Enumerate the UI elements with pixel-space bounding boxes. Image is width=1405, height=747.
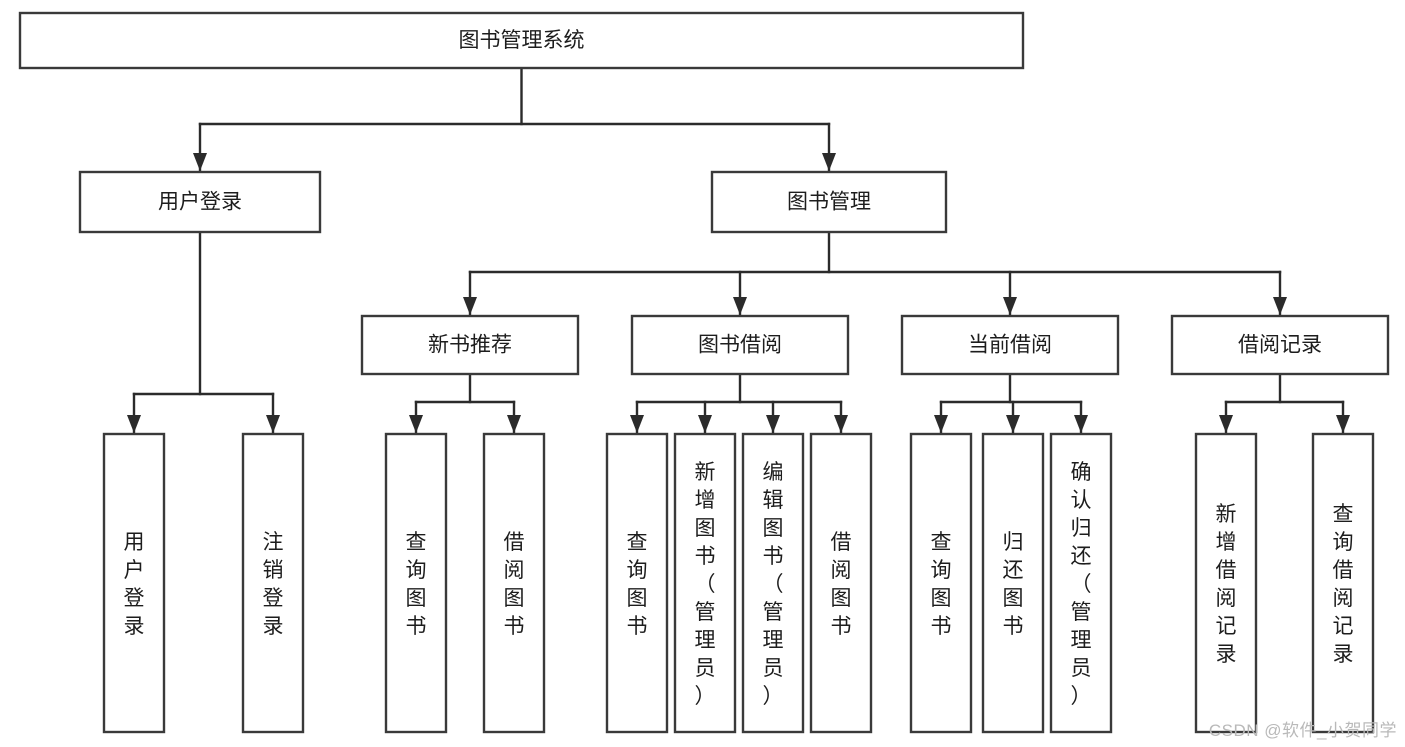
arrow-head-icon [409,415,423,433]
node-query-book-1[interactable]: 查询图书 [384,432,448,734]
node-box[interactable] [1194,432,1258,734]
node-box[interactable] [981,432,1045,734]
node-confirm-return-admin[interactable]: 确认归还（管理员） [1049,432,1113,734]
node-box[interactable] [605,432,669,734]
arrow-head-icon [733,297,747,315]
node-label: 用户登录 [158,191,242,214]
node-user-login[interactable]: 用户登录 [78,170,322,234]
node-label: 查询借阅记录 [1333,503,1354,666]
node-query-borrow-record[interactable]: 查询借阅记录 [1311,432,1375,734]
nodes-layer: 图书管理系统用户登录用户登录注销登录图书管理新书推荐查询图书借阅图书图书借阅查询… [18,11,1390,734]
node-book-borrow[interactable]: 图书借阅 [630,314,850,376]
node-label: 借阅图书 [831,531,852,638]
arrow-head-icon [193,153,207,171]
node-current-borrow[interactable]: 当前借阅 [900,314,1120,376]
node-box[interactable] [1311,432,1375,734]
arrow-head-icon [630,415,644,433]
node-book-manage[interactable]: 图书管理 [710,170,948,234]
node-label: 归还图书 [1003,531,1024,638]
node-user-logout[interactable]: 注销登录 [241,432,305,734]
arrow-head-icon [766,415,780,433]
node-box[interactable] [630,314,850,376]
node-add-book-admin[interactable]: 新增图书（管理员） [673,432,737,734]
node-box[interactable] [909,432,973,734]
node-borrow-book-1[interactable]: 借阅图书 [482,432,546,734]
node-box[interactable] [360,314,580,376]
node-root[interactable]: 图书管理系统 [18,11,1025,70]
node-label: 图书借阅 [698,334,782,357]
node-box[interactable] [809,432,873,734]
node-query-book-2[interactable]: 查询图书 [605,432,669,734]
node-return-book[interactable]: 归还图书 [981,432,1045,734]
node-box[interactable] [1170,314,1390,376]
arrow-head-icon [127,415,141,433]
node-label: 注销登录 [263,531,284,638]
node-box[interactable] [673,432,737,734]
connectors-layer [127,66,1350,434]
node-label: 新增借阅记录 [1216,503,1237,666]
node-box[interactable] [18,11,1025,70]
watermark-csdn: CSDN @软件_小贺同学 [1208,721,1397,740]
node-label: 查询图书 [406,531,427,638]
node-borrow-record[interactable]: 借阅记录 [1170,314,1390,376]
node-user-login-do[interactable]: 用户登录 [102,432,166,734]
node-box[interactable] [482,432,546,734]
node-label: 借阅图书 [504,531,525,638]
node-label: 确认归还（管理员） [1071,461,1092,708]
node-label: 当前借阅 [968,334,1052,357]
node-query-book-3[interactable]: 查询图书 [909,432,973,734]
arrow-head-icon [1006,415,1020,433]
node-box[interactable] [384,432,448,734]
node-label: 用户登录 [124,531,145,638]
node-label: 图书管理 [787,191,871,214]
node-label: 查询图书 [627,531,648,638]
node-box[interactable] [741,432,805,734]
node-label: 图书管理系统 [459,29,585,52]
arrow-head-icon [1074,415,1088,433]
node-label: 借阅记录 [1238,334,1322,357]
arrow-head-icon [266,415,280,433]
node-label: 编辑图书（管理员） [763,461,784,708]
node-add-borrow-record[interactable]: 新增借阅记录 [1194,432,1258,734]
arrow-head-icon [934,415,948,433]
arrow-head-icon [463,297,477,315]
node-box[interactable] [78,170,322,234]
node-box[interactable] [1049,432,1113,734]
node-box[interactable] [710,170,948,234]
arrow-head-icon [1219,415,1233,433]
node-edit-book-admin[interactable]: 编辑图书（管理员） [741,432,805,734]
node-label: 新增图书（管理员） [695,461,716,708]
arrow-head-icon [507,415,521,433]
node-new-book-recommend[interactable]: 新书推荐 [360,314,580,376]
arrow-head-icon [1336,415,1350,433]
node-box[interactable] [102,432,166,734]
node-box[interactable] [900,314,1120,376]
arrow-head-icon [1003,297,1017,315]
arrow-head-icon [698,415,712,433]
node-borrow-book-2[interactable]: 借阅图书 [809,432,873,734]
arrow-head-icon [834,415,848,433]
node-label: 新书推荐 [428,334,512,357]
node-box[interactable] [241,432,305,734]
arrow-head-icon [822,153,836,171]
arrow-head-icon [1273,297,1287,315]
node-label: 查询图书 [931,531,952,638]
